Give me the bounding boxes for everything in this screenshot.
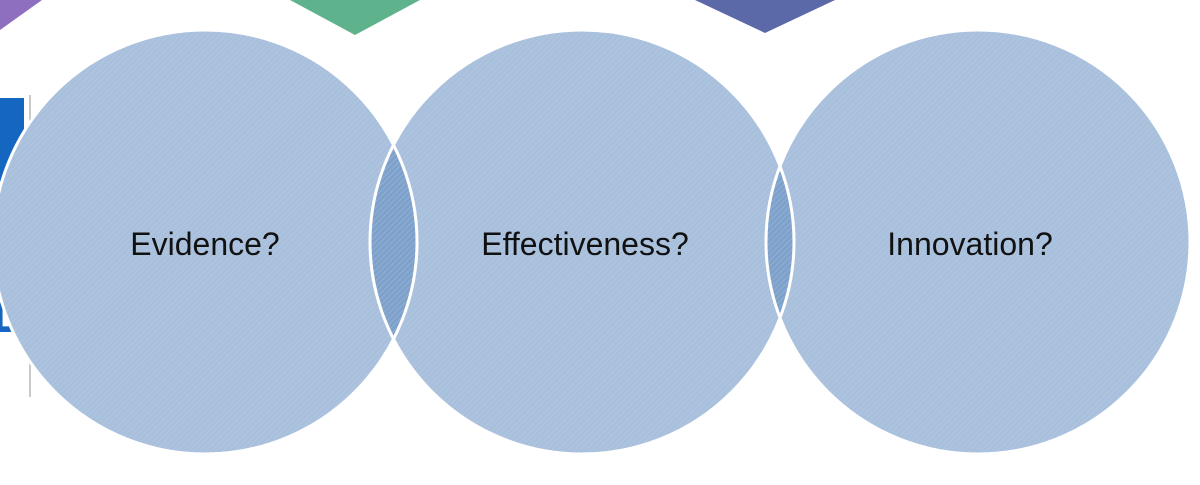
texture-effectiveness (370, 30, 794, 454)
circle-label-effectiveness: Effectiveness? (481, 226, 689, 262)
outline-effectiveness (368, 28, 796, 456)
texture-innovation (766, 30, 1190, 454)
left-chevron-shape (0, 0, 42, 30)
right-chevron-shape (695, 0, 835, 33)
middle-chevron-shape (290, 0, 420, 35)
outline-evidence (0, 28, 419, 456)
circle-label-evidence: Evidence? (130, 226, 280, 262)
outline-innovation (764, 28, 1192, 456)
texture-evidence (0, 30, 417, 454)
circle-label-innovation: Innovation? (887, 226, 1053, 262)
